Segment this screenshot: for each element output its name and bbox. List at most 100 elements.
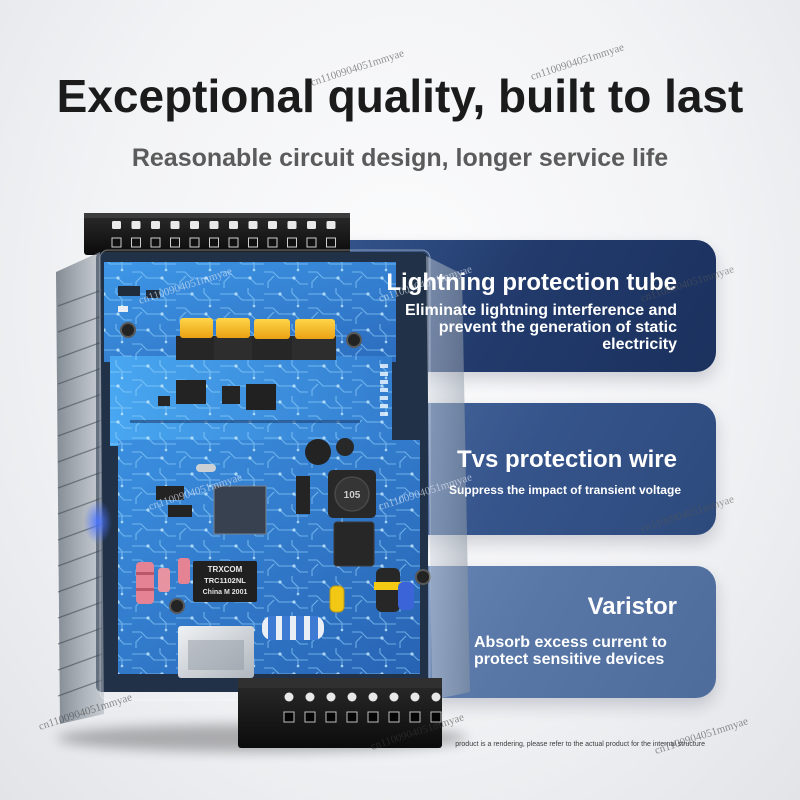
side-rib <box>57 315 103 333</box>
terminal-hole <box>367 711 379 723</box>
top-terminal-holes <box>111 221 336 248</box>
chip <box>158 396 170 406</box>
terminal-hole <box>209 221 219 229</box>
terminal-screw <box>189 237 200 248</box>
feature-desc-lightning: Eliminate lightning interference and pre… <box>405 302 677 353</box>
header-pin <box>380 396 388 400</box>
varistors <box>136 558 190 604</box>
chip <box>156 486 184 500</box>
terminal-hole <box>326 221 336 229</box>
terminal-screw <box>306 237 317 248</box>
feature-title-varistor: Varistor <box>587 593 677 620</box>
chip <box>296 476 310 514</box>
terminal-screw <box>209 237 219 248</box>
watermark-text: cn1100904051mmyae <box>653 715 749 757</box>
side-rib <box>57 601 103 619</box>
feature-desc-line: Suppress the impact of transient voltage <box>448 483 681 497</box>
relay-top <box>295 319 335 339</box>
side-rib <box>57 289 103 307</box>
terminal-screw <box>284 692 294 702</box>
render-disclaimer: product is a rendering, please refer to … <box>455 741 705 748</box>
terminal-hole <box>131 221 141 229</box>
header-pin <box>380 372 388 376</box>
feature-desc-varistor: Absorb excess current to protect sensiti… <box>474 634 667 668</box>
side-rib <box>57 471 103 489</box>
status-led-glow <box>84 500 112 544</box>
side-rib <box>57 497 103 515</box>
side-rib <box>57 367 103 385</box>
side-rib <box>57 445 103 463</box>
terminal-hole <box>283 711 295 723</box>
side-rib <box>57 341 103 359</box>
watermark-text: cn1100904051mmyae <box>369 711 465 753</box>
page-subtitle: Reasonable circuit design, longer servic… <box>131 144 669 172</box>
terminal-hole <box>112 221 121 229</box>
side-ribs <box>57 289 103 697</box>
side-rib <box>57 575 103 593</box>
terminal-hole <box>268 221 277 229</box>
relay-top <box>180 318 213 338</box>
chip <box>168 505 192 517</box>
feature-desc-line: Eliminate lightning interference and <box>404 302 677 319</box>
terminal-screw <box>170 237 180 248</box>
feature-title-lightning: Lightning protection tube <box>386 269 677 296</box>
terminal-hole <box>170 221 180 229</box>
side-rib <box>57 679 103 697</box>
page-title: Exceptional quality, built to last <box>56 70 744 122</box>
side-rib <box>57 393 103 411</box>
chip-label-brand: TRXCOM <box>208 565 243 574</box>
header-pin <box>380 380 388 384</box>
side-rib <box>57 549 103 567</box>
terminal-hole <box>287 221 297 229</box>
side-rib <box>57 523 103 541</box>
device-shadow <box>57 724 467 752</box>
terminal-screw <box>305 692 315 702</box>
feature-desc-tvs: Suppress the impact of transient voltage <box>449 483 681 497</box>
terminal-hole <box>325 711 337 723</box>
coil <box>305 439 331 465</box>
terminal-hole <box>388 711 400 723</box>
relay-top <box>254 319 290 339</box>
chip <box>176 380 206 404</box>
terminal-hole <box>409 711 421 723</box>
feature-desc-line: electricity <box>602 336 677 353</box>
terminal-screw <box>131 237 141 248</box>
terminal-hole <box>307 221 316 229</box>
side-rib <box>57 419 103 437</box>
header-pin <box>380 388 388 392</box>
terminal-screw <box>287 237 297 248</box>
terminal-hole <box>430 711 442 723</box>
terminal-hole <box>151 221 160 229</box>
terminal-screw <box>248 237 258 248</box>
ethernet-port <box>178 626 254 678</box>
relay-top <box>216 318 250 338</box>
chip <box>222 386 240 404</box>
terminal-hole <box>229 221 238 229</box>
processor-chip <box>213 485 267 535</box>
terminal-hole <box>190 221 199 229</box>
feature-desc-line: Absorb excess current to <box>474 634 667 651</box>
crystal <box>196 464 216 472</box>
side-rib <box>57 653 103 671</box>
terminal-hole <box>346 711 358 723</box>
side-rib <box>57 627 103 645</box>
feature-panel-varistor <box>330 566 716 698</box>
chip <box>246 384 276 410</box>
terminal-screw <box>326 692 336 702</box>
terminal-hole <box>248 221 258 229</box>
transformer-chip: TRXCOM TRC1102NL China M 2001 <box>193 561 257 602</box>
feature-desc-line: prevent the generation of static <box>438 319 677 336</box>
coil <box>262 616 324 640</box>
enclosure-left-side <box>56 252 104 724</box>
terminal-screw <box>228 237 239 248</box>
feature-title-tvs: Tvs protection wire <box>456 446 677 473</box>
feature-desc-line: protect sensitive devices <box>474 651 665 668</box>
chip-label-origin: China M 2001 <box>203 589 248 596</box>
watermark-text: cn1100904051mmyae <box>137 265 233 307</box>
terminal-screw <box>111 237 122 248</box>
watermark-text: cn1100904051mmyae <box>37 691 133 733</box>
terminal-screw <box>150 237 161 248</box>
chip-label-model: TRC1102NL <box>204 576 246 585</box>
relays <box>176 318 336 360</box>
